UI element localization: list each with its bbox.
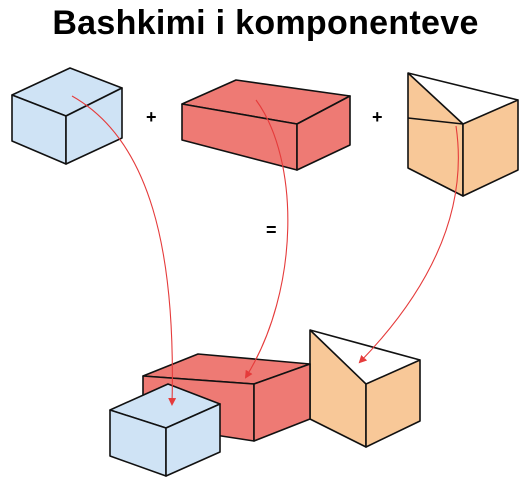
assembled-red-side-face xyxy=(253,363,311,442)
blue-component xyxy=(11,67,123,165)
arrow-red-to-assembly xyxy=(244,99,289,379)
orange-component-front-face xyxy=(407,72,464,197)
plus-operator-1: + xyxy=(146,107,157,127)
assembled-orange-top-edge xyxy=(309,329,421,361)
assembled-orange-side-face xyxy=(365,359,421,448)
blue-component-side-face xyxy=(65,87,123,165)
red-component xyxy=(181,79,351,171)
arrow-orange-to-assembly xyxy=(358,125,459,364)
equals-operator: = xyxy=(266,220,277,240)
assembled-blue-block xyxy=(109,383,221,477)
orange-component-inner-edge xyxy=(407,117,464,125)
orange-component-top-edge xyxy=(407,72,519,101)
assembled-orange-block xyxy=(309,329,421,448)
assembled-blue-side-face xyxy=(165,403,221,477)
assembled-orange-front-face xyxy=(309,329,367,448)
orange-component-side-face xyxy=(462,99,519,197)
arrow-blue-to-assembly xyxy=(71,95,177,406)
red-component-side-face xyxy=(296,95,351,171)
diagram-title: Bashkimi i komponenteve xyxy=(52,4,479,42)
plus-operator-2: + xyxy=(372,107,383,127)
orange-component xyxy=(407,72,519,197)
